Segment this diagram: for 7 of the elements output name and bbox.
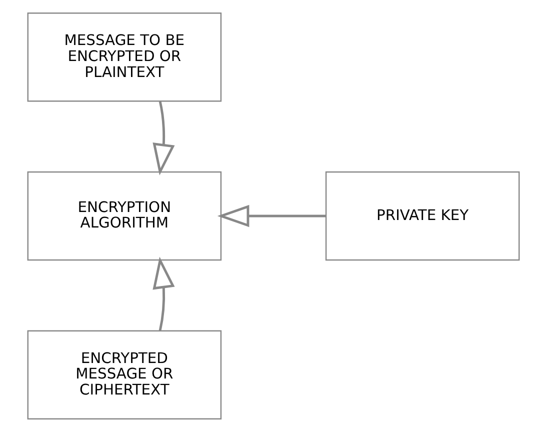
node-box: MESSAGE TO BE ENCRYPTED OR PLAINTEXT xyxy=(27,12,222,102)
arrow xyxy=(217,204,326,228)
arrow xyxy=(152,256,175,331)
node-box: ENCRYPTION ALGORITHM xyxy=(27,171,222,261)
arrow xyxy=(152,101,175,176)
node-box: ENCRYPTED MESSAGE OR CIPHERTEXT xyxy=(27,330,222,420)
node-box: PRIVATE KEY xyxy=(325,171,520,261)
